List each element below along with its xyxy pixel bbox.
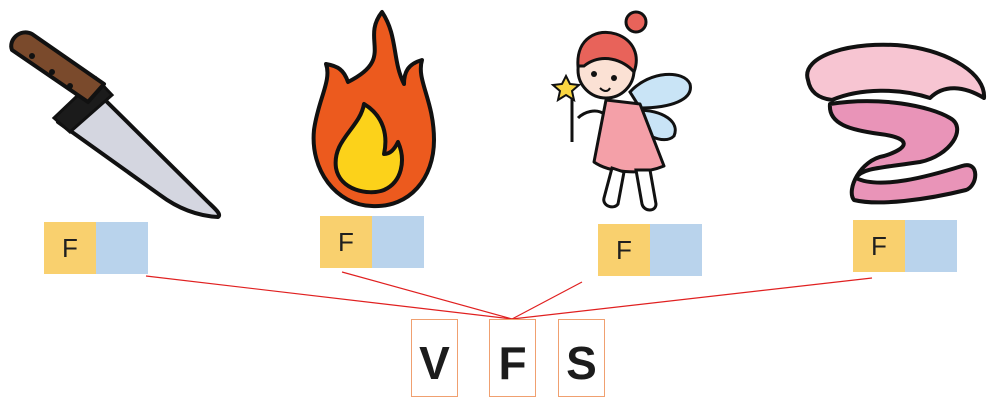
letter-tile-fairy: F xyxy=(598,224,650,276)
connector-lines xyxy=(145,271,873,320)
letter-tile-knife: F xyxy=(44,222,96,274)
fairy-icon xyxy=(550,10,692,212)
ribbon-icon xyxy=(805,42,987,205)
fire-icon xyxy=(311,10,436,209)
letter-tile-ribbon: F xyxy=(853,220,905,272)
blank-tile-fairy[interactable] xyxy=(650,224,702,276)
letter-tile-fire: F xyxy=(320,216,372,268)
blank-tile-knife[interactable] xyxy=(96,222,148,274)
choice-s[interactable]: S xyxy=(558,319,605,397)
choice-v[interactable]: V xyxy=(411,319,458,397)
choice-f[interactable]: F xyxy=(489,319,536,397)
knife-icon xyxy=(9,30,221,219)
blank-tile-ribbon[interactable] xyxy=(905,220,957,272)
blank-tile-fire[interactable] xyxy=(372,216,424,268)
